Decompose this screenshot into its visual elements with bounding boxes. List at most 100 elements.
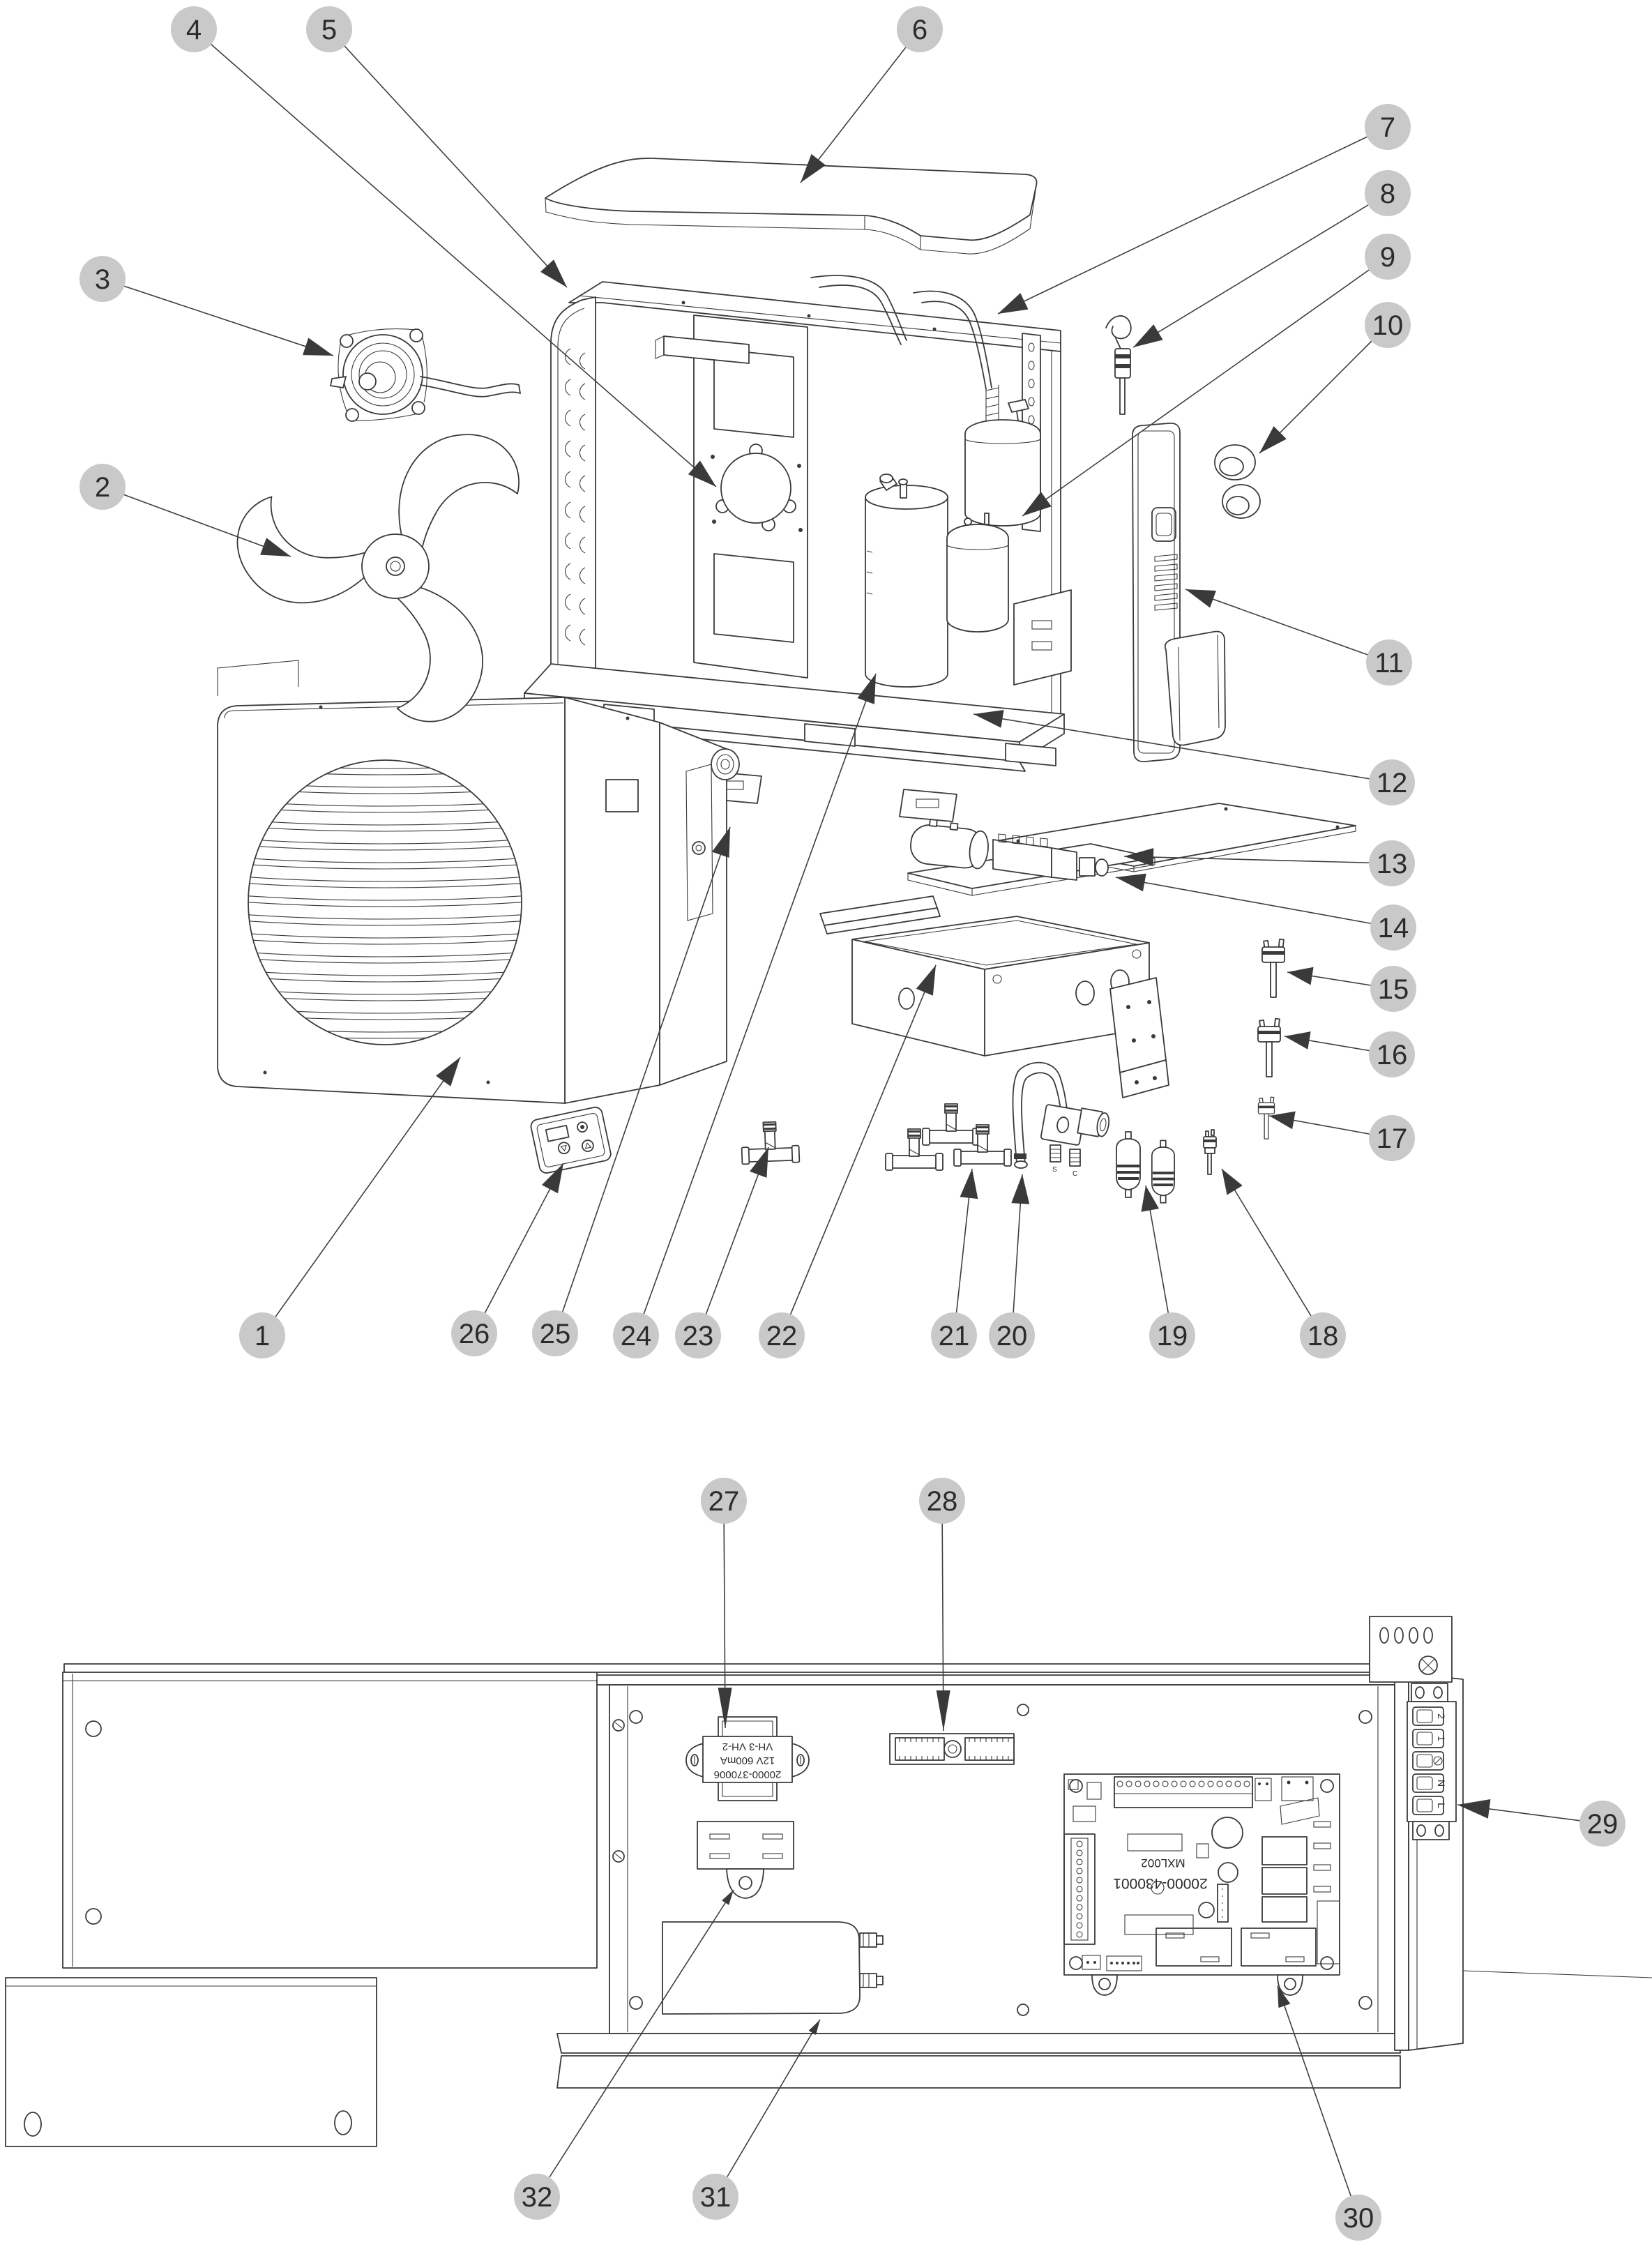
terminal-label-3: N <box>1436 1780 1447 1787</box>
water-tank <box>865 474 948 688</box>
control-pcb: MXL002 20000-430001 <box>1063 1773 1340 1996</box>
callout-bubble-25 <box>532 1310 578 1356</box>
leader-line-1 <box>262 1057 461 1336</box>
evaporator-coil <box>550 296 596 698</box>
arrowhead-8 <box>1133 324 1163 347</box>
terminal-cell <box>1412 1773 1444 1793</box>
callout-7: 7 <box>997 104 1411 315</box>
callout-31: 31 <box>692 2019 821 2220</box>
callout-30: 30 <box>1277 1985 1381 2241</box>
cabinet-mid-panel <box>564 697 660 1104</box>
callout-bubble-19 <box>1149 1312 1195 1358</box>
ground-icon-slash <box>1434 1757 1441 1764</box>
callout-number-15: 15 <box>1378 974 1409 1005</box>
leader-line-3 <box>102 278 334 356</box>
callout-bubble-21 <box>931 1312 977 1358</box>
callout-number-16: 16 <box>1377 1040 1408 1070</box>
callout-28: 28 <box>919 1478 965 1732</box>
callout-bubble-28 <box>919 1478 965 1524</box>
pressure-sensor <box>1203 1129 1217 1175</box>
arrowhead-9 <box>1022 492 1052 516</box>
arrowhead-6 <box>801 153 826 183</box>
callout-26: 26 <box>451 1163 564 1356</box>
leader-line-14 <box>1115 877 1394 928</box>
callout-bubble-29 <box>1579 1801 1626 1847</box>
callout-27: 27 <box>701 1478 747 1729</box>
callout-bubble-1 <box>239 1312 285 1358</box>
leader-line-24 <box>635 673 877 1336</box>
top-lid <box>545 158 1038 255</box>
leader-line-5 <box>328 29 568 288</box>
leader-line-9 <box>1022 256 1388 517</box>
callout-number-31: 31 <box>700 2182 732 2213</box>
relay <box>697 1821 794 1899</box>
callout-32: 32 <box>514 1889 734 2220</box>
solenoid-valve: S C <box>1012 1061 1110 1178</box>
leader-line-18 <box>1221 1168 1324 1336</box>
arrowhead-7 <box>998 293 1029 314</box>
callout-number-14: 14 <box>1378 913 1409 944</box>
callout-bubble-17 <box>1369 1115 1415 1161</box>
callout-number-2: 2 <box>95 472 110 503</box>
callout-5: 5 <box>306 6 568 288</box>
callout-23: 23 <box>675 1146 769 1358</box>
callout-bubble-3 <box>79 256 126 302</box>
transformer-label-line3: VH-3 VH-2 <box>722 1741 773 1752</box>
arrowhead-29 <box>1457 1799 1491 1819</box>
callout-number-11: 11 <box>1374 648 1404 679</box>
pcb-terminal-pads <box>1116 1780 1250 1787</box>
callout-number-32: 32 <box>522 2182 553 2213</box>
temp-probe <box>1261 938 1285 998</box>
leader-line-8 <box>1132 192 1388 348</box>
arrowhead-14 <box>1116 873 1146 892</box>
callout-bubble-23 <box>675 1312 721 1358</box>
pcb-left-pads <box>1076 1840 1083 1938</box>
leader-line-11 <box>1185 589 1390 663</box>
arrowhead-23 <box>750 1147 768 1178</box>
temp-probe <box>1257 1096 1275 1139</box>
callout-bubble-11 <box>1366 639 1412 686</box>
callout-bubble-5 <box>306 6 352 52</box>
compressor <box>946 419 1072 686</box>
leader-line-23 <box>697 1146 769 1336</box>
fan-grille-ring <box>248 759 522 1045</box>
leader-line-25 <box>554 826 731 1334</box>
arrowhead-20 <box>1011 1174 1030 1204</box>
arrowhead-16 <box>1285 1031 1311 1050</box>
callout-number-3: 3 <box>95 264 110 295</box>
callout-18: 18 <box>1221 1168 1346 1358</box>
leader-line-32 <box>536 1889 734 2197</box>
arrowhead-15 <box>1287 967 1314 985</box>
terminal-label-1: 1 <box>1436 1736 1447 1741</box>
callout-19: 19 <box>1141 1185 1195 1358</box>
terminal-label-0: 2 <box>1436 1713 1447 1719</box>
electrical-box <box>819 895 1169 1098</box>
front-cabinet <box>217 660 740 1104</box>
arrowhead-3 <box>303 338 333 356</box>
callout-number-18: 18 <box>1308 1321 1339 1351</box>
leader-line-2 <box>102 486 291 557</box>
callout-number-24: 24 <box>621 1321 652 1351</box>
leader-line-13 <box>1123 856 1393 864</box>
leader-line-31 <box>715 2019 821 2197</box>
left-door-panel <box>62 1672 598 1969</box>
cabinet-label <box>605 779 639 812</box>
leader-line-7 <box>997 126 1388 315</box>
callout-15: 15 <box>1287 966 1416 1012</box>
arrowhead-27 <box>718 1687 732 1728</box>
callout-number-7: 7 <box>1380 112 1395 143</box>
transformer: VH-3 VH-2 12V 600mA 20000-370006 <box>685 1716 810 1801</box>
callout-13: 13 <box>1123 840 1415 886</box>
callout-bubble-15 <box>1370 966 1416 1012</box>
arrowhead-10 <box>1259 426 1287 453</box>
lower-left-panel <box>5 1977 377 2147</box>
callout-bubble-30 <box>1335 2195 1381 2241</box>
callout-25: 25 <box>532 826 731 1356</box>
water-union <box>711 748 740 780</box>
arrowhead-5 <box>540 259 567 287</box>
arrowhead-12 <box>973 709 1004 728</box>
mount-bracket <box>1369 1616 1453 1683</box>
callout-number-12: 12 <box>1377 768 1408 798</box>
